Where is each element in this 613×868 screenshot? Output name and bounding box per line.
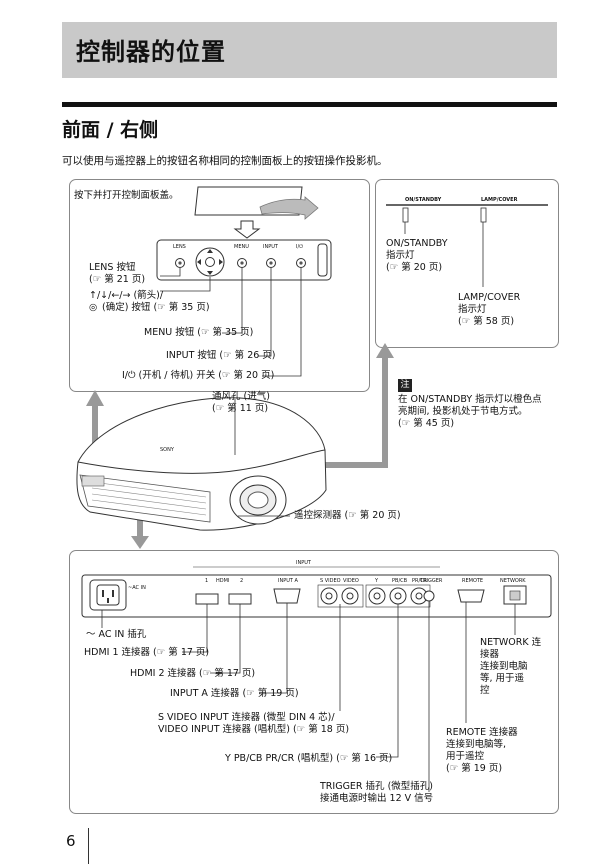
video-input-label: VIDEO INPUT 连接器 (唱机型) (☞ 第 18 页) (158, 724, 350, 735)
vent-ref: (☞ 第 11 页) (212, 403, 269, 414)
input-a-label: INPUT A 连接器 (☞ 第 19 页) (170, 688, 299, 699)
rear-pr-label: PR/CR (412, 578, 428, 584)
remote-conn-desc: 用于遥控 (446, 751, 485, 762)
note-text: 在 ON/STANDBY 指示灯以橙色点 (398, 394, 542, 405)
remote-conn-label: REMOTE 连接器 (446, 727, 518, 738)
indicator-top-lamp: LAMP/COVER (481, 197, 518, 203)
hdmi1-label: HDMI 1 连接器 (☞ 第 17 页) (84, 647, 210, 658)
lamp-cover-ref: (☞ 第 58 页) (458, 316, 515, 327)
rear-pb-label: PB/CB (392, 578, 408, 584)
svideo-label: S VIDEO INPUT 连接器 (微型 DIN 4 芯)/ (158, 712, 335, 723)
brand-logo: SONY (160, 447, 174, 453)
remote-conn-desc: 连接到电脑等, (446, 739, 507, 750)
arrow-buttons-label: ↑/↓/←/→ (箭头)/ (89, 290, 164, 301)
enter-button-label: (确定) 按钮 (☞ 第 35 页) (102, 302, 210, 313)
section-title: 前面 / 右侧 (62, 119, 159, 141)
on-standby-label: ON/STANDBY (386, 238, 448, 249)
panel-label-power: I/⏻ (296, 244, 304, 250)
rear-leader-lines (101, 601, 516, 792)
panel-label-input: INPUT (263, 244, 278, 250)
rear-ac-label: ~AC IN (128, 585, 146, 591)
power-switch-label: I/⏻ (开机 / 待机) 开关 (☞ 第 20 页) (122, 370, 275, 381)
network-label: NETWORK 连 (480, 637, 542, 648)
indicator-top-on: ON/STANDBY (405, 197, 442, 203)
rear-hdmi1-num: 1 (205, 578, 209, 584)
on-standby-ref: (☞ 第 20 页) (386, 262, 443, 273)
intro-text: 可以使用与遥控器上的按钮名称相同的控制面板上的按钮操作投影机。 (62, 155, 388, 167)
chapter-banner: 控制器的位置 (62, 22, 557, 78)
rear-y-label: Y (375, 578, 379, 584)
rear-panel-illustration (81, 566, 552, 618)
indicator-strip (386, 204, 548, 287)
panel-label-menu: MENU (234, 244, 249, 250)
note-badge: 注 (398, 379, 412, 392)
rear-top-input: INPUT (296, 560, 311, 566)
control-leader-lines (160, 268, 302, 377)
lamp-cover-label: LAMP/COVER (458, 292, 521, 303)
rear-svideo-label: S VIDEO (320, 578, 341, 584)
vent-label: 通风孔 (进气) (212, 391, 270, 402)
projector-illustration (76, 397, 327, 531)
section-rule (62, 102, 557, 107)
rear-hdmi-label: HDMI (216, 578, 230, 584)
rear-hdmi2-num: 2 (240, 578, 244, 584)
remote-sensor-label: 遥控探测器 (☞ 第 20 页) (294, 510, 401, 521)
trigger-label: TRIGGER 插孔 (微型插孔) (320, 781, 433, 792)
network-label: 接器 (480, 649, 500, 660)
remote-conn-ref: (☞ 第 19 页) (446, 763, 503, 774)
control-panel-illustration (156, 239, 332, 281)
rear-inputa-label: INPUT A (278, 578, 298, 584)
lens-button-label: LENS 按钮 (89, 262, 136, 273)
network-desc: 等, 用于遥 (480, 673, 525, 684)
rear-video-label: VIDEO (343, 578, 359, 584)
rear-trigger-label: TRIGGER (420, 578, 443, 584)
on-standby-label: 指示灯 (386, 250, 415, 261)
panel-cover-illustration (194, 186, 319, 239)
enter-icon: ◎ (89, 302, 98, 313)
panel-label-lens: LENS (173, 244, 186, 250)
ac-in-label: ～ AC IN 插孔 (86, 629, 147, 640)
network-desc: 连接到电脑 (480, 661, 528, 672)
page-title: 控制器的位置 (76, 38, 226, 66)
panel-caption: 按下并打开控制面板盖。 (74, 190, 179, 201)
hdmi2-label: HDMI 2 连接器 (☞ 第 17 页) (130, 668, 256, 679)
rear-remote-label: REMOTE (462, 578, 484, 584)
menu-button-label: MENU 按钮 (☞ 第 35 页) (144, 327, 254, 338)
indicator-box (375, 179, 559, 348)
page-divider (88, 828, 89, 864)
trigger-desc: 接通电源时输出 12 V 信号 (320, 793, 434, 804)
note-text: (☞ 第 45 页) (398, 418, 455, 429)
network-desc: 控 (480, 685, 490, 696)
rear-network-label: NETWORK (500, 578, 526, 584)
note-text: 亮期间, 投影机处于节电方式。 (398, 406, 528, 417)
lamp-cover-label: 指示灯 (458, 304, 487, 315)
ypbpr-label: Y PB/CB PR/CR (唱机型) (☞ 第 16 页) (225, 753, 393, 764)
control-panel-box (69, 179, 370, 392)
input-button-label: INPUT 按钮 (☞ 第 26 页) (166, 350, 276, 361)
lens-button-ref: (☞ 第 21 页) (89, 274, 146, 285)
page-number: 6 (66, 832, 76, 850)
